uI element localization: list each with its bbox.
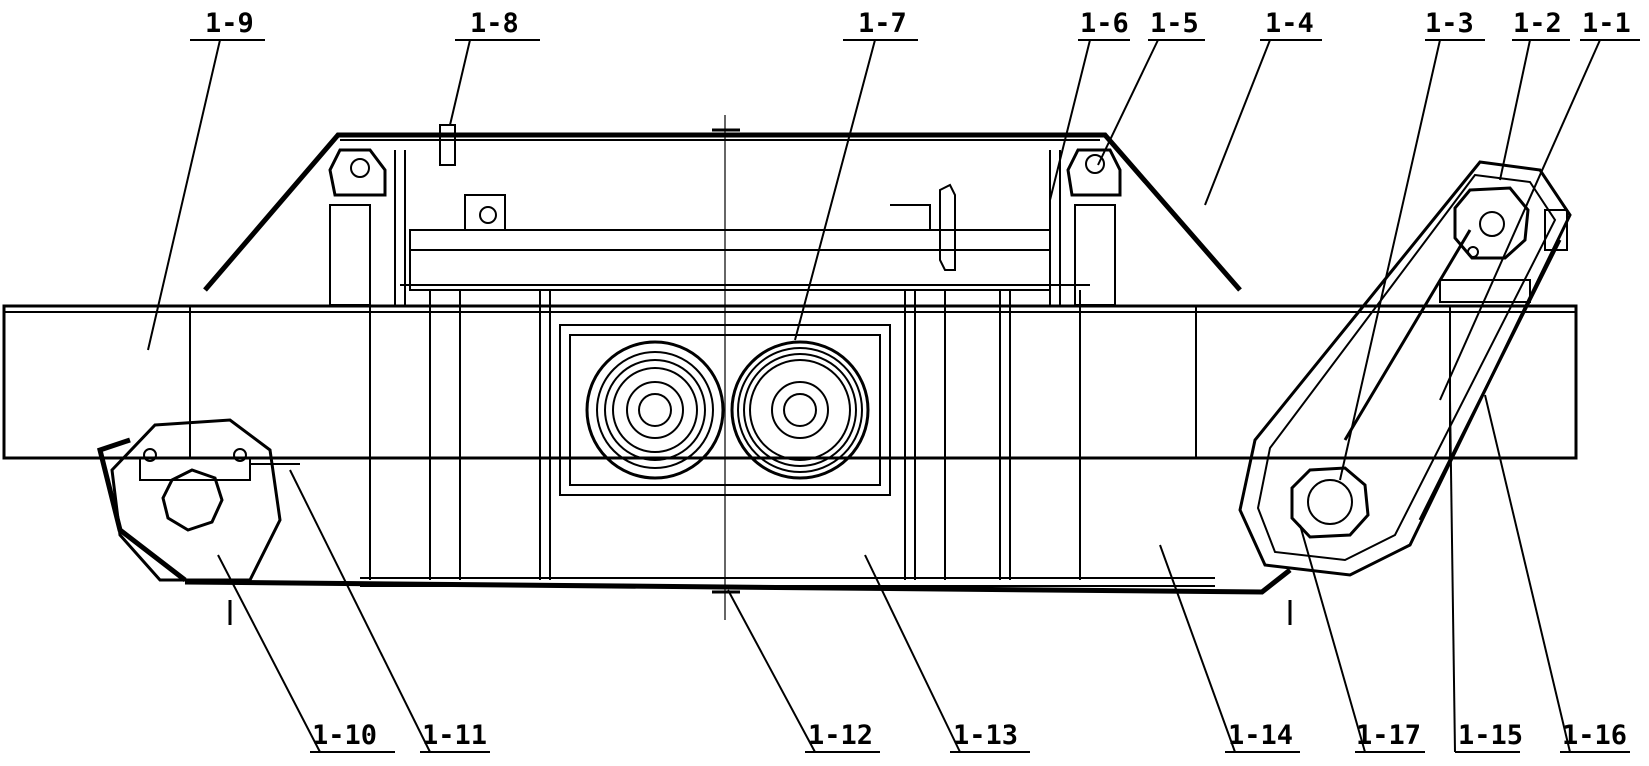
- label-1-17: 1-17: [1356, 720, 1421, 751]
- right-brackets: [890, 148, 1122, 305]
- label-1-15: 1-15: [1458, 720, 1523, 751]
- label-1-1: 1-1: [1582, 8, 1631, 39]
- left-brackets: [328, 124, 506, 305]
- right-coil: [730, 340, 870, 480]
- left-pulley-housing: [110, 418, 300, 625]
- label-1-10: 1-10: [312, 720, 377, 751]
- label-1-14: 1-14: [1228, 720, 1293, 751]
- label-1-2: 1-2: [1513, 8, 1562, 39]
- label-1-13: 1-13: [953, 720, 1018, 751]
- leader-lines: [147, 39, 1640, 753]
- main-beam: [2, 304, 1578, 460]
- label-1-16: 1-16: [1562, 720, 1627, 751]
- label-1-8: 1-8: [470, 8, 519, 39]
- label-1-5: 1-5: [1150, 8, 1199, 39]
- label-1-4: 1-4: [1265, 8, 1314, 39]
- twin-coil-rollers: [585, 340, 870, 480]
- label-1-3: 1-3: [1425, 8, 1474, 39]
- center-bolts: [712, 128, 740, 594]
- inclined-drive-arm: [1238, 160, 1572, 625]
- label-1-11: 1-11: [422, 720, 487, 751]
- label-1-9: 1-9: [205, 8, 254, 39]
- label-1-7: 1-7: [858, 8, 907, 39]
- part-labels: 1-9 1-8 1-7 1-6 1-5 1-4 1-3 1-2 1-1 1-10…: [205, 8, 1631, 751]
- left-coil: [585, 340, 725, 480]
- label-1-12: 1-12: [808, 720, 873, 751]
- inner-frame: [329, 204, 1215, 587]
- label-1-6: 1-6: [1080, 8, 1129, 39]
